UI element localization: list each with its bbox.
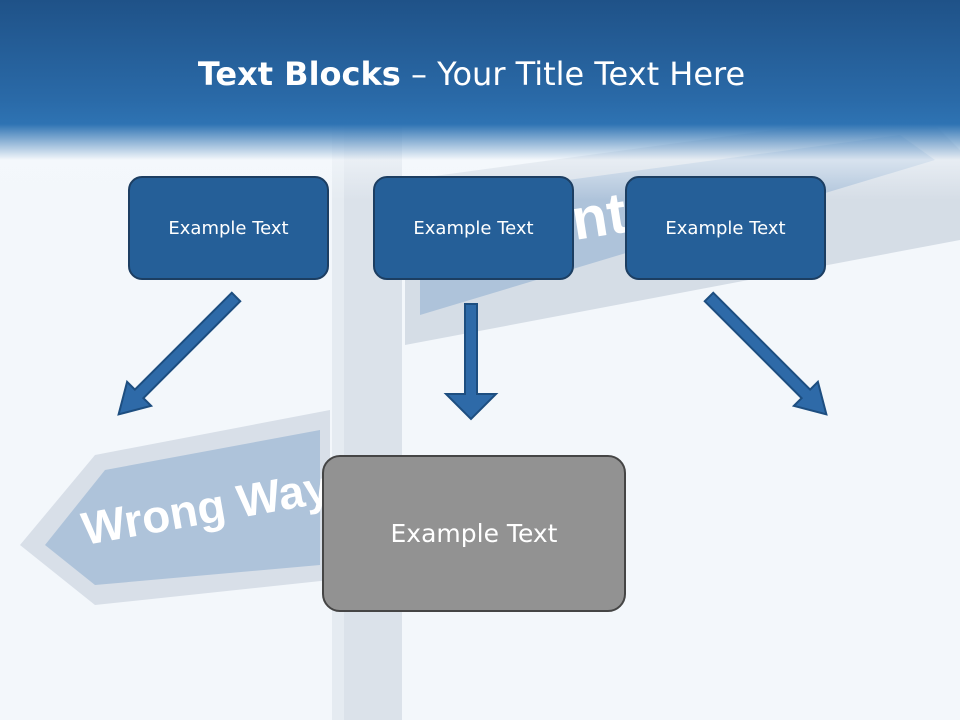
- header-band: [0, 0, 960, 200]
- text-block-left[interactable]: Example Text: [128, 176, 329, 280]
- text-block-right[interactable]: Example Text: [625, 176, 826, 280]
- text-block-center-label: Example Text: [413, 217, 534, 239]
- page-title: Text Blocks – Your Title Text Here: [0, 52, 943, 96]
- title-rest: – Your Title Text Here: [400, 55, 746, 93]
- text-block-bottom[interactable]: Example Text: [322, 455, 626, 612]
- title-bold: Text Blocks: [197, 55, 401, 93]
- text-block-bottom-label: Example Text: [390, 519, 558, 548]
- text-block-center[interactable]: Example Text: [373, 176, 574, 280]
- arrow-right-icon: [703, 291, 828, 416]
- text-block-left-label: Example Text: [168, 217, 289, 239]
- text-block-right-label: Example Text: [665, 217, 786, 239]
- arrow-center-icon: [443, 303, 499, 421]
- arrow-left-icon: [117, 291, 242, 416]
